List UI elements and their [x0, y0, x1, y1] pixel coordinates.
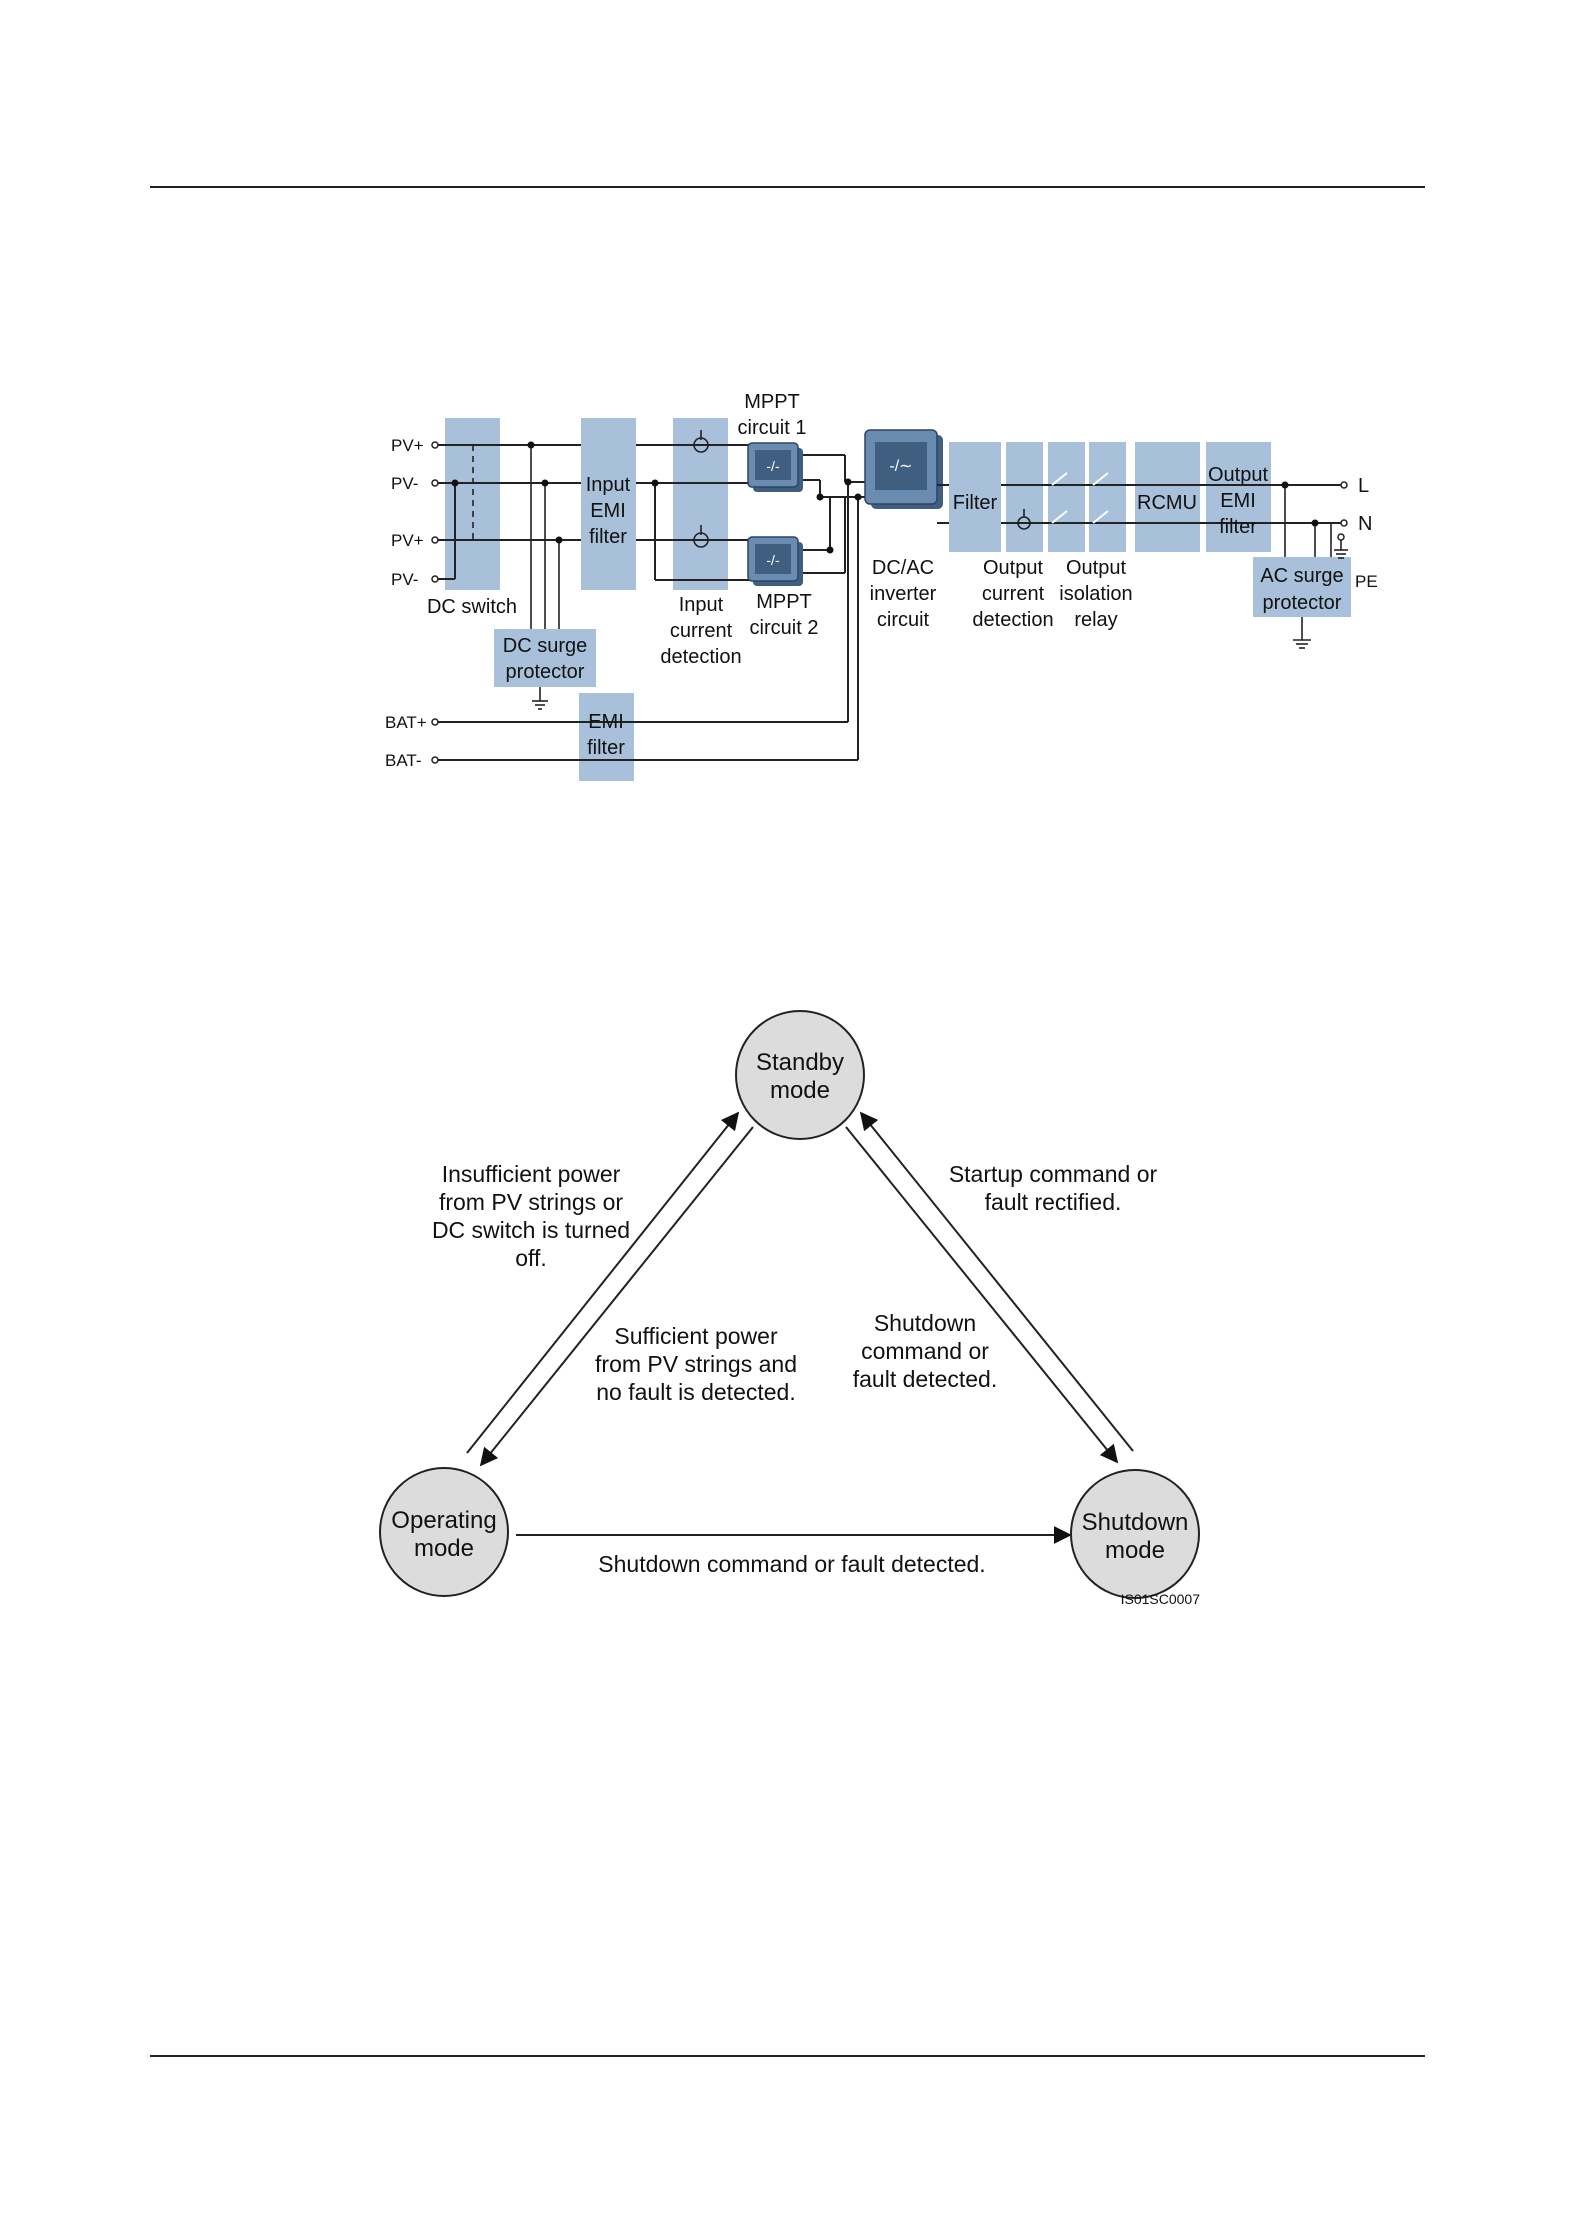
output-current-label-2: current [982, 583, 1045, 605]
insufficient-label-3: DC switch is turned [432, 1217, 630, 1243]
figure-id-label: IS01SC0007 [1121, 1591, 1201, 1607]
svg-text:-/-: -/- [766, 458, 780, 474]
arrow-standby-to-shutdown [845, 1126, 1119, 1464]
rcmu-label: RCMU [1137, 492, 1197, 514]
insufficient-label-2: from PV strings or [439, 1189, 623, 1215]
mppt-circuit-1-box: -/- [747, 442, 803, 492]
emi-filter-block [579, 693, 634, 781]
filter-block [949, 442, 1001, 552]
mppt1-label-1: MPPT [744, 391, 800, 413]
output-current-block [1006, 442, 1043, 552]
ac-surge-label-2: protector [1263, 592, 1342, 614]
startup-label-1: Startup command or [949, 1161, 1158, 1187]
dcac-label-2: inverter [870, 583, 937, 605]
output-emi-label-1: Output [1208, 464, 1268, 486]
standby-label-1: Standby [756, 1049, 844, 1076]
dc-surge-label-2: protector [506, 661, 585, 683]
mppt1-label-2: circuit 1 [738, 417, 807, 439]
standby-node [735, 1010, 865, 1140]
mppt2-label-2: circuit 2 [750, 617, 819, 639]
input-emi-label-2: EMI [590, 500, 626, 522]
insufficient-label-4: off. [515, 1245, 547, 1271]
shutdown-node [1070, 1469, 1200, 1599]
emi-filter-label-1: EMI [588, 711, 624, 733]
svg-text:-/-: -/- [766, 552, 780, 568]
dc-surge-block [494, 629, 596, 687]
header-rule [150, 186, 1425, 188]
battery-wires [438, 721, 858, 761]
bottom-transition-label: Shutdown command or fault detected. [598, 1551, 985, 1577]
bat-minus-label: BAT- [385, 751, 422, 770]
dcac-label-3: circuit [877, 609, 930, 631]
output-current-label-3: detection [972, 609, 1053, 631]
input-emi-label-3: filter [589, 526, 627, 548]
arrow-standby-to-operating [479, 1126, 754, 1467]
mid-wires [636, 430, 750, 581]
pv2-minus-label: PV- [391, 570, 418, 589]
ac-surge-label-1: AC surge [1260, 565, 1343, 587]
output-isolation-label-3: relay [1074, 609, 1117, 631]
arrow-shutdown-to-standby [859, 1111, 1134, 1452]
dc-surge-label-1: DC surge [503, 635, 587, 657]
shutdown-cmd-label-2: command or [861, 1338, 989, 1364]
output-l-label: L [1358, 475, 1369, 497]
output-emi-label-2: EMI [1220, 490, 1256, 512]
rcmu-block [1135, 442, 1200, 552]
shutdown-cmd-label-1: Shutdown [874, 1310, 976, 1336]
shutdown-label-1: Shutdown [1082, 1509, 1189, 1536]
dcac-label-1: DC/AC [872, 557, 934, 579]
pv1-minus-label: PV- [391, 474, 418, 493]
svg-text:-/∼: -/∼ [889, 458, 912, 475]
sufficient-label-2: from PV strings and [595, 1351, 797, 1377]
mppt-circuit-2-box: -/- [747, 536, 803, 586]
operating-label-1: Operating [391, 1507, 496, 1534]
relay-block-1 [1048, 442, 1085, 552]
input-current-label-3: detection [660, 646, 741, 668]
shutdown-label-2: mode [1105, 1537, 1165, 1564]
bat-plus-label: BAT+ [385, 713, 427, 732]
operating-mode-state-diagram: Standby mode Operating mode Shutdown mod… [379, 1010, 1201, 1607]
pv1-plus-label: PV+ [391, 436, 424, 455]
pv2-plus-label: PV+ [391, 531, 424, 550]
ac-surge-block [1253, 557, 1351, 617]
mppt2-label-1: MPPT [756, 591, 812, 613]
sufficient-label-3: no fault is detected. [596, 1379, 795, 1405]
inverter-block-diagram: -/- -/- -/∼ [385, 391, 1378, 781]
output-n-label: N [1358, 513, 1372, 535]
input-current-label-1: Input [679, 594, 724, 616]
output-isolation-label-1: Output [1066, 557, 1126, 579]
relay-contacts [1051, 472, 1109, 524]
startup-label-2: fault rectified. [985, 1189, 1122, 1215]
output-pe-label: PE [1355, 572, 1378, 591]
output-isolation-label-2: isolation [1059, 583, 1132, 605]
dc-switch-label: DC switch [427, 596, 517, 618]
relay-block-2 [1089, 442, 1126, 552]
output-current-label-1: Output [983, 557, 1043, 579]
input-emi-label-1: Input [586, 474, 631, 496]
output-emi-block [1206, 442, 1271, 552]
operating-node [379, 1467, 509, 1597]
filter-label: Filter [953, 492, 998, 514]
dcac-inverter-box: -/∼ [864, 429, 943, 509]
input-current-block [673, 418, 728, 590]
output-emi-label-3: filter [1219, 516, 1257, 538]
insufficient-label-1: Insufficient power [442, 1161, 621, 1187]
input-emi-block [581, 418, 636, 590]
input-current-label-2: current [670, 620, 733, 642]
standby-label-2: mode [770, 1077, 830, 1104]
footer-rule [150, 2055, 1425, 2057]
arrow-operating-to-standby [466, 1111, 740, 1454]
bus-wires [803, 454, 865, 760]
emi-filter-label-2: filter [587, 737, 625, 759]
operating-label-2: mode [414, 1535, 474, 1562]
shutdown-cmd-label-3: fault detected. [853, 1366, 998, 1392]
sufficient-label-1: Sufficient power [614, 1323, 778, 1349]
